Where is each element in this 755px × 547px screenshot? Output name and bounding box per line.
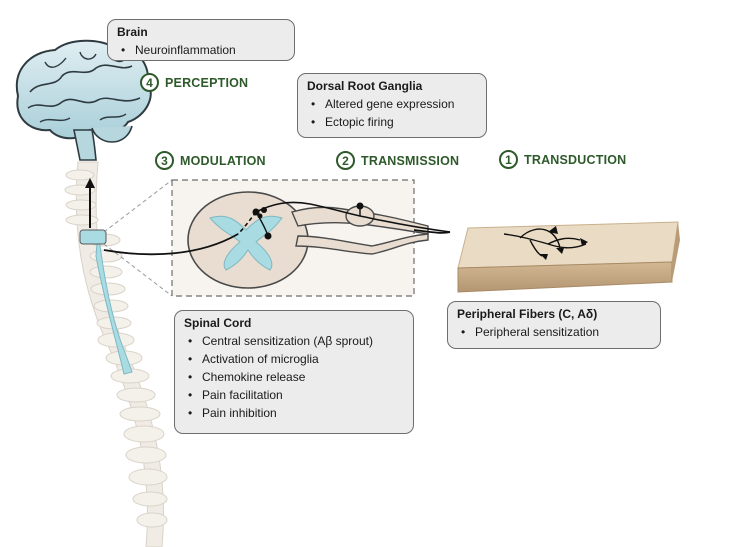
drg-box: Dorsal Root Ganglia Altered gene express… [297, 73, 487, 138]
spinal-box-title: Spinal Cord [184, 316, 252, 330]
arrowhead-icon [85, 178, 95, 188]
spinal-box-item: Pain facilitation [188, 386, 404, 404]
step-perception: 4 PERCEPTION [140, 73, 248, 92]
step-number-badge: 3 [155, 151, 174, 170]
spinal-cross-section [187, 191, 451, 289]
brain-box: Brain Neuroinflammation [107, 19, 295, 61]
spinal-cord-box: Spinal Cord Central sensitization (Aβ sp… [174, 310, 414, 434]
peripheral-box-item: Peripheral sensitization [461, 323, 651, 341]
skin-tissue-block [457, 221, 680, 293]
step-label: TRANSDUCTION [524, 152, 627, 167]
drg-box-item: Ectopic firing [311, 113, 477, 131]
spinal-box-item: Chemokine release [188, 368, 404, 386]
step-number-badge: 2 [336, 151, 355, 170]
step-label: PERCEPTION [165, 75, 249, 90]
nerve-ending-arrow-icon [580, 238, 588, 246]
step-modulation: 3 MODULATION [155, 151, 266, 170]
brain-box-title: Brain [117, 25, 148, 39]
step-label: TRANSMISSION [361, 153, 460, 168]
brain-box-item: Neuroinflammation [121, 41, 285, 59]
drg-box-title: Dorsal Root Ganglia [307, 79, 423, 93]
step-number-badge: 4 [140, 73, 159, 92]
spinal-box-item: Central sensitization (Aβ sprout) [188, 332, 404, 350]
step-label: MODULATION [180, 153, 266, 168]
spinal-box-item: Activation of microglia [188, 350, 404, 368]
spinal-box-item: Pain inhibition [188, 404, 404, 422]
spine-illustration [64, 161, 168, 547]
step-transmission: 2 TRANSMISSION [336, 151, 459, 170]
peripheral-box-title: Peripheral Fibers (C, Aδ) [457, 307, 598, 321]
drg-box-item: Altered gene expression [311, 95, 477, 113]
step-transduction: 1 TRANSDUCTION [499, 150, 626, 169]
afferent-nerve [103, 233, 239, 256]
peripheral-fibers-box: Peripheral Fibers (C, Aδ) Peripheral sen… [447, 301, 661, 349]
brain-illustration [15, 39, 152, 161]
step-number-badge: 1 [499, 150, 518, 169]
